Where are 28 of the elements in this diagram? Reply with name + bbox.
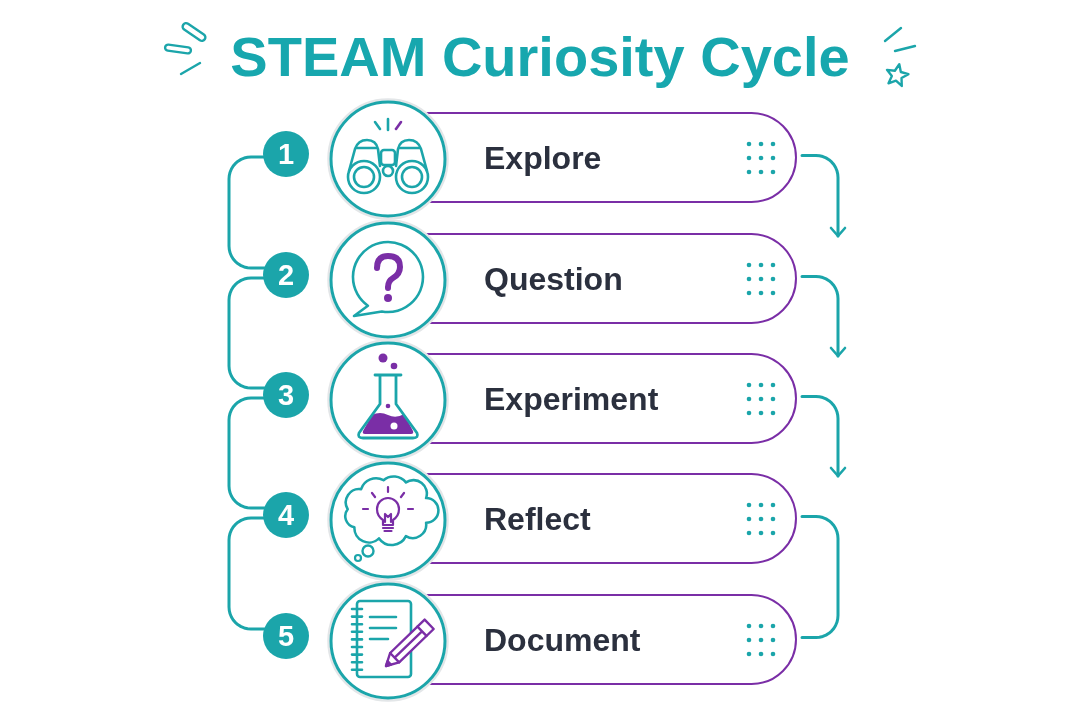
step-number: 2 <box>277 259 295 291</box>
step-number: 1 <box>277 138 295 170</box>
step-number: 5 <box>277 620 295 652</box>
step-number: 3 <box>277 379 295 411</box>
connector-line <box>227 276 266 390</box>
number-badge <box>263 131 309 177</box>
step-pill <box>327 580 797 702</box>
connector-line <box>227 155 266 270</box>
step-pill <box>327 98 797 220</box>
curved-arrow <box>800 154 847 238</box>
step-label: Experiment <box>484 379 659 418</box>
number-badge <box>263 252 309 298</box>
step-label: Reflect <box>484 499 591 538</box>
curved-arrow <box>800 275 847 358</box>
step-pill <box>327 219 797 341</box>
step-label: Explore <box>484 138 602 177</box>
step-label: Question <box>484 259 623 298</box>
step-number: 4 <box>277 499 295 531</box>
step-pill <box>327 459 797 581</box>
number-badge <box>263 492 309 538</box>
connector-line <box>800 515 840 639</box>
number-badge <box>263 372 309 418</box>
step-label: Document <box>484 620 641 659</box>
step-pill <box>327 339 797 461</box>
curved-arrow <box>800 395 847 478</box>
number-badge <box>263 613 309 659</box>
connector-line <box>227 396 266 510</box>
connector-line <box>227 516 266 631</box>
